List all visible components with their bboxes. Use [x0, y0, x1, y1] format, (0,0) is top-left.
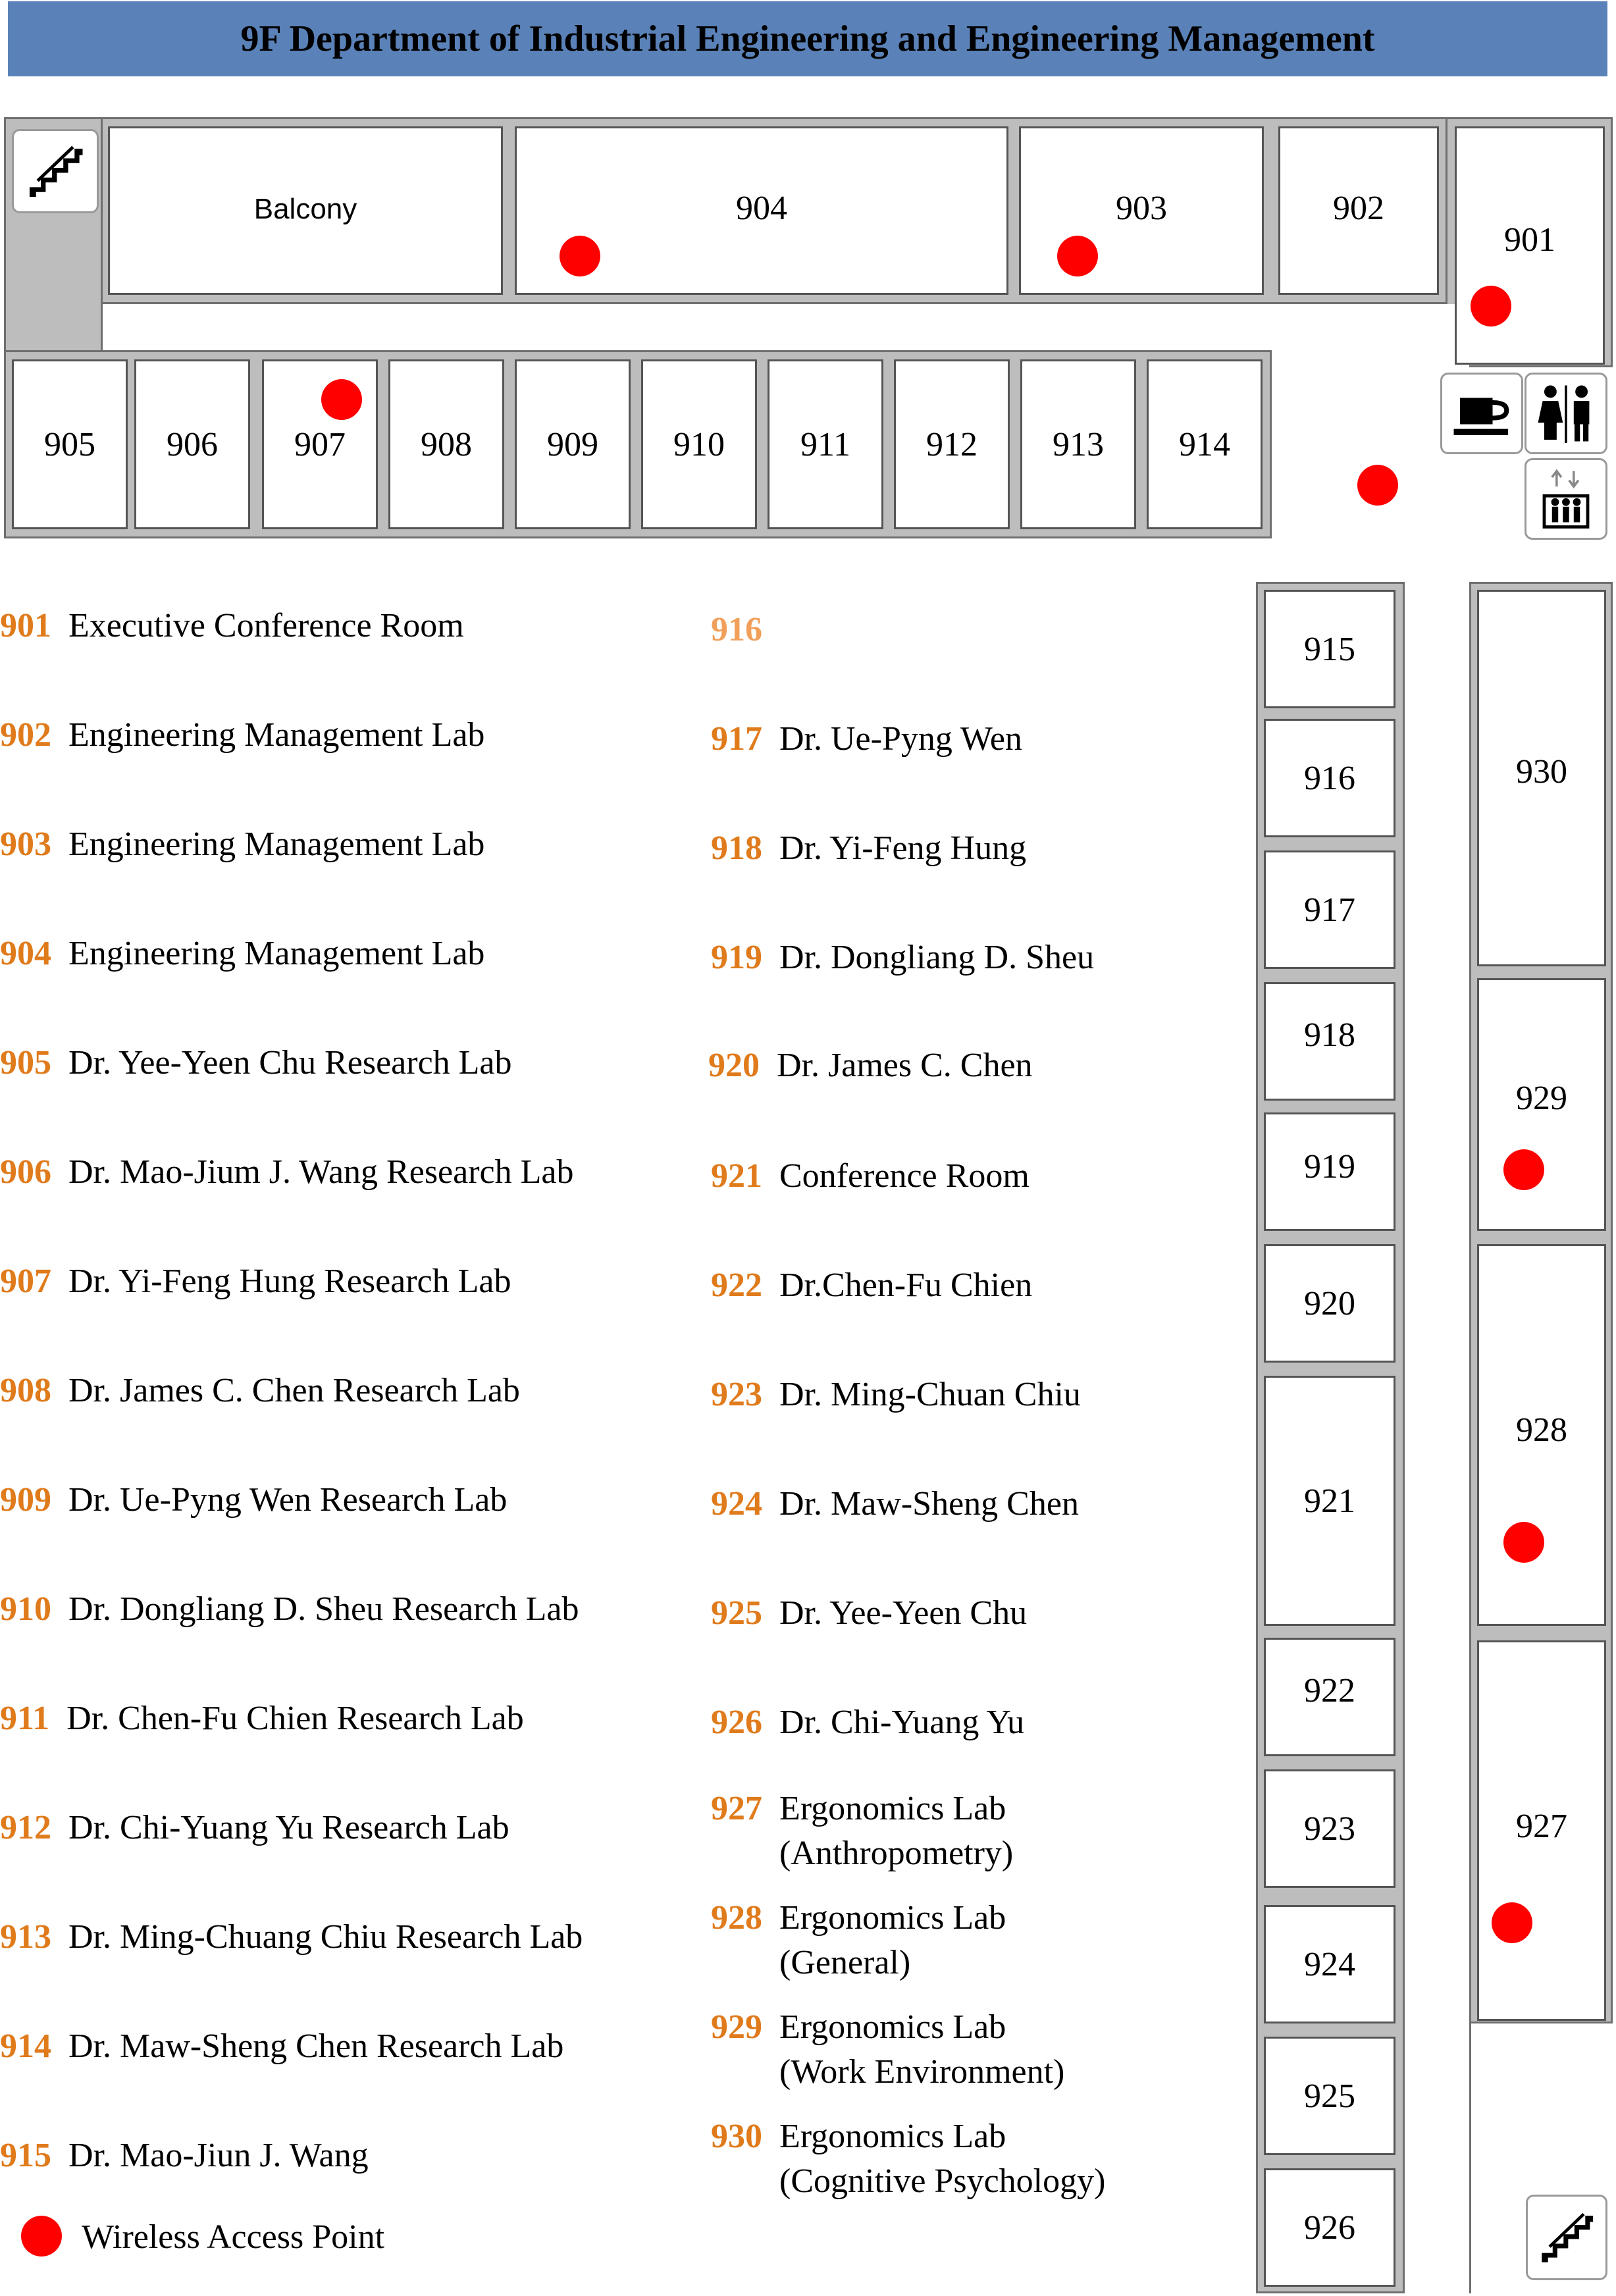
- room-922: 922: [1264, 1638, 1395, 1756]
- room-balcony: Balcony: [108, 126, 503, 295]
- room-914: 914: [1147, 359, 1263, 529]
- room-901: 901: [1455, 126, 1605, 365]
- legend-item: 919 Dr. Dongliang D. Sheu: [711, 939, 1095, 976]
- room-919: 919: [1264, 1112, 1395, 1231]
- access-point-marker: [1357, 465, 1398, 506]
- room-903: 903: [1019, 126, 1264, 295]
- legend-item: 902 Engineering Management Lab: [0, 716, 485, 754]
- access-point-legend-marker: [21, 2216, 62, 2257]
- legend-item: 911 Dr. Chen-Fu Chien Research Lab: [0, 1700, 524, 1737]
- room-912: 912: [894, 359, 1010, 529]
- legend-item: 923 Dr. Ming-Chuan Chiu: [711, 1376, 1081, 1413]
- page-title: 9F Department of Industrial Engineering …: [8, 1, 1607, 76]
- legend-item: 912 Dr. Chi-Yuang Yu Research Lab: [0, 1809, 509, 1846]
- room-915: 915: [1264, 590, 1395, 708]
- legend-item: 927 Ergonomics Lab(Anthropometry): [711, 1790, 1014, 1872]
- room-925: 925: [1264, 2037, 1395, 2155]
- legend-item: 926 Dr. Chi-Yuang Yu: [711, 1704, 1025, 1741]
- legend-item: 922 Dr.Chen-Fu Chien: [711, 1266, 1033, 1304]
- room-927: 927: [1477, 1640, 1606, 2021]
- restroom-icon: [1525, 373, 1607, 454]
- access-point-marker: [1503, 1522, 1544, 1563]
- legend-item: 908 Dr. James C. Chen Research Lab: [0, 1372, 520, 1409]
- legend-item: 921 Conference Room: [711, 1157, 1030, 1195]
- legend-item: 907 Dr. Yi-Feng Hung Research Lab: [0, 1263, 511, 1300]
- elevator-icon: [1525, 458, 1607, 540]
- legend-item: 910 Dr. Dongliang D. Sheu Research Lab: [0, 1590, 579, 1628]
- room-926: 926: [1264, 2168, 1395, 2287]
- legend-item: 924 Dr. Maw-Sheng Chen: [711, 1485, 1079, 1523]
- room-924: 924: [1264, 1905, 1395, 2023]
- legend-item: 909 Dr. Ue-Pyng Wen Research Lab: [0, 1481, 508, 1519]
- corridor-area: [1405, 367, 1469, 2293]
- legend-item: 918 Dr. Yi-Feng Hung: [711, 829, 1027, 867]
- room-916: 916: [1264, 719, 1395, 837]
- legend-item: 906 Dr. Mao-Jium J. Wang Research Lab: [0, 1153, 574, 1191]
- room-913: 913: [1020, 359, 1136, 529]
- room-902: 902: [1278, 126, 1439, 295]
- room-917: 917: [1264, 850, 1395, 969]
- legend-item: 925 Dr. Yee-Yeen Chu: [711, 1594, 1028, 1632]
- legend-item: 914 Dr. Maw-Sheng Chen Research Lab: [0, 2027, 564, 2065]
- access-point-marker: [560, 236, 600, 276]
- room-906: 906: [134, 359, 250, 529]
- access-point-legend-label: Wireless Access Point: [82, 2218, 385, 2256]
- room-908: 908: [388, 359, 504, 529]
- room-923: 923: [1264, 1769, 1395, 1888]
- legend-item: 904 Engineering Management Lab: [0, 935, 485, 972]
- access-point-marker: [321, 379, 362, 420]
- legend-item: 913 Dr. Ming-Chuang Chiu Research Lab: [0, 1918, 583, 1956]
- coffee-icon: [1440, 373, 1523, 454]
- access-point-marker: [1471, 286, 1511, 326]
- legend-item: 920 Dr. James C. Chen: [708, 1047, 1033, 1084]
- room-928: 928: [1477, 1244, 1606, 1626]
- legend-item: 929 Ergonomics Lab(Work Environment): [711, 2008, 1065, 2091]
- room-911: 911: [768, 359, 883, 529]
- legend-item: 905 Dr. Yee-Yeen Chu Research Lab: [0, 1044, 512, 1082]
- room-909: 909: [515, 359, 631, 529]
- room-929: 929: [1477, 978, 1606, 1231]
- room-930: 930: [1477, 590, 1606, 966]
- stairs-icon: [12, 129, 99, 213]
- legend-item: 928 Ergonomics Lab(General): [711, 1899, 1006, 1981]
- legend-item: 915 Dr. Mao-Jiun J. Wang: [0, 2137, 369, 2174]
- legend-item: 930 Ergonomics Lab(Cognitive Psychology): [711, 2118, 1106, 2200]
- legend-item: 901 Executive Conference Room: [0, 607, 464, 644]
- room-907: 907: [262, 359, 378, 529]
- room-921: 921: [1264, 1376, 1395, 1626]
- stairs-icon: [1526, 2195, 1607, 2280]
- room-920: 920: [1264, 1244, 1395, 1363]
- legend-item: 916: [711, 611, 762, 648]
- room-905: 905: [12, 359, 128, 529]
- access-point-marker: [1057, 236, 1098, 276]
- access-point-marker: [1492, 1902, 1532, 1943]
- room-918: 918: [1264, 982, 1395, 1101]
- access-point-marker: [1503, 1149, 1544, 1190]
- room-910: 910: [641, 359, 757, 529]
- legend-item: 903 Engineering Management Lab: [0, 825, 485, 863]
- legend-item: 917 Dr. Ue-Pyng Wen: [711, 720, 1022, 758]
